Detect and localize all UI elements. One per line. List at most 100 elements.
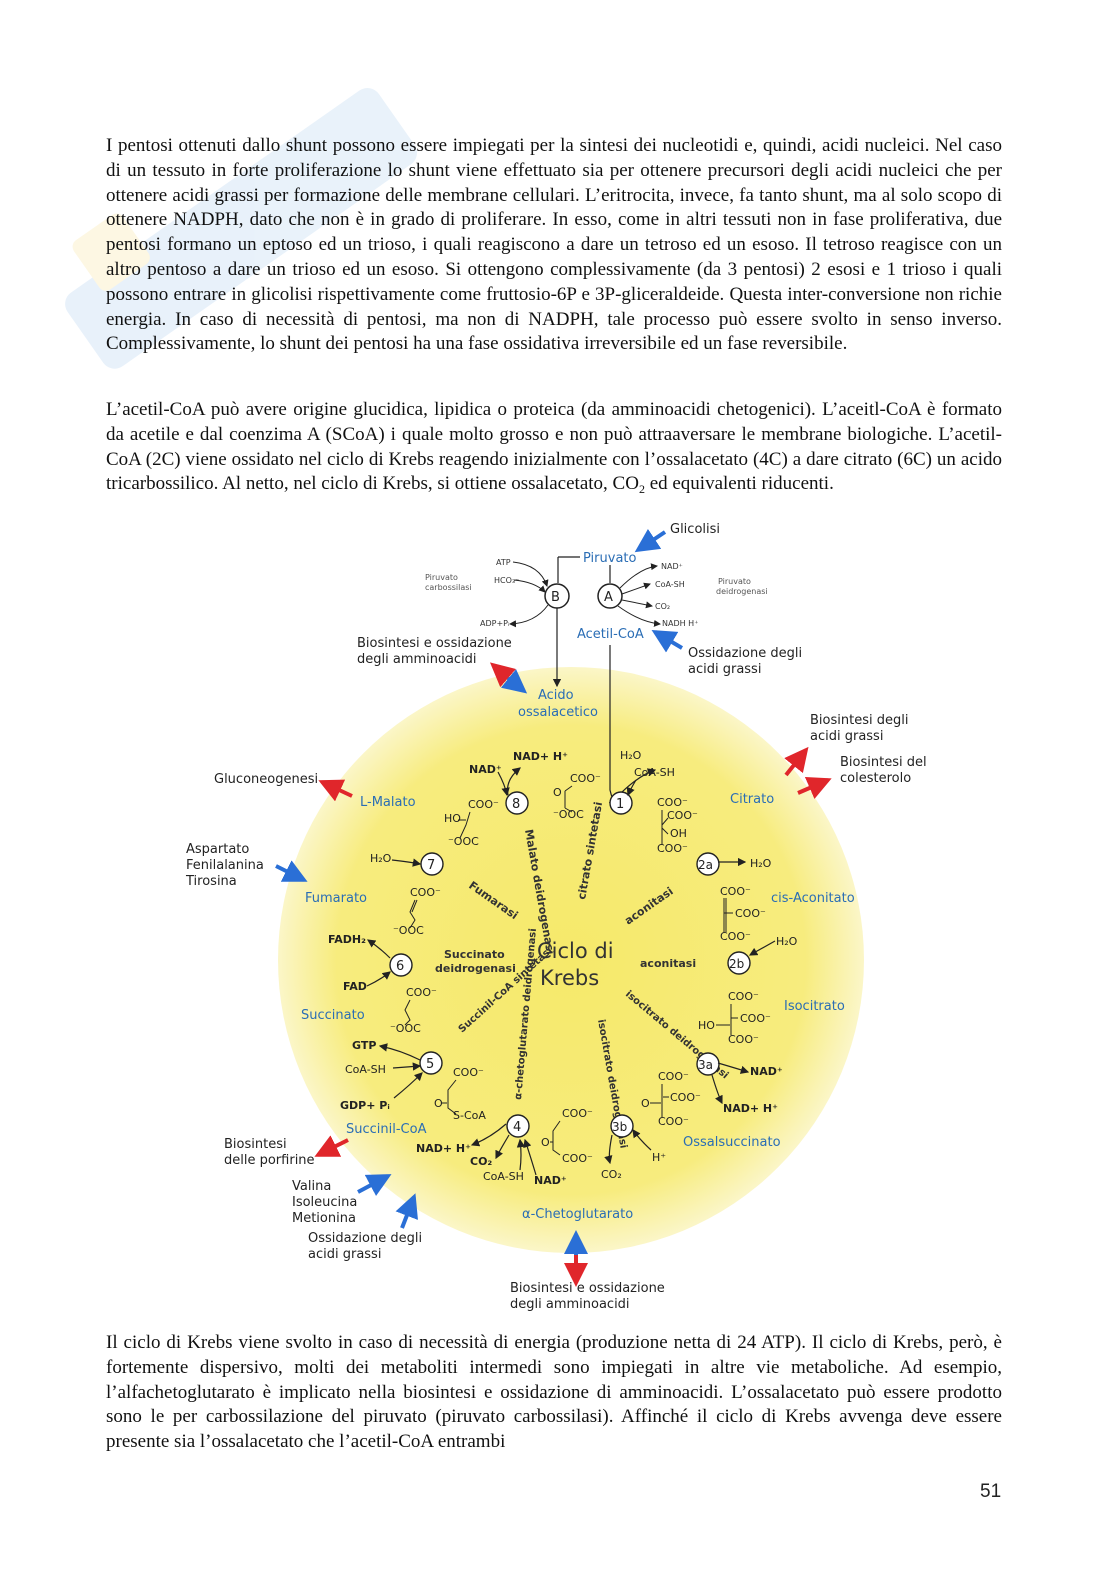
glicolisi-arrow xyxy=(634,528,667,553)
isocitrato-label: Isocitrato xyxy=(784,999,845,1014)
chem-o: O xyxy=(541,1136,550,1149)
paragraph-text: I pentosi ottenuti dallo shunt possono e… xyxy=(106,135,1002,355)
nad-top-label: NAD⁺ xyxy=(661,562,683,571)
co2-3b-label: CO₂ xyxy=(601,1168,622,1181)
cycle-circle xyxy=(278,667,864,1253)
gtp-label: GTP xyxy=(352,1039,376,1052)
ossidazione-acidi-grassi-bottom-2: acidi grassi xyxy=(308,1247,381,1262)
step-node-2a: 2a xyxy=(696,852,720,876)
chem-coo: COO⁻ xyxy=(720,930,751,943)
fad-label: FAD xyxy=(343,980,367,993)
paragraph-acetil-coa: L’acetil-CoA può avere origine glucidica… xyxy=(106,398,1002,502)
biosintesi-porfirine-1: Biosintesi xyxy=(224,1137,287,1152)
coash-4-label: CoA-SH xyxy=(483,1170,524,1183)
gluconeogenesi-arrow xyxy=(318,779,353,802)
paragraph-krebs-energia: Il ciclo di Krebs viene svolto in caso d… xyxy=(106,1331,1002,1455)
biosintesi-aa-top-2: degli amminoacidi xyxy=(357,652,477,667)
succinato-label: Succinato xyxy=(301,1008,365,1023)
chem-oh: OH xyxy=(670,827,687,840)
chem-coo: COO⁻ xyxy=(740,1012,771,1025)
svg-text:A: A xyxy=(604,590,613,605)
svg-text:6: 6 xyxy=(396,959,404,974)
chem-coo: COO⁻ xyxy=(562,1152,593,1165)
metionina-label: Metionina xyxy=(292,1211,356,1226)
biosintesi-aa-top-1: Biosintesi e ossidazione xyxy=(357,636,512,651)
chem-coo: COO⁻ xyxy=(562,1107,593,1120)
aspartato-label: Aspartato xyxy=(186,842,249,857)
ossidazione-acidi-grassi-top-1: Ossidazione degli xyxy=(688,646,802,661)
paragraph-text: Il ciclo di Krebs viene svolto in caso d… xyxy=(106,1332,1002,1453)
chem-ho: HO xyxy=(698,1019,715,1032)
ossidazione-acidi-grassi-bottom-1: Ossidazione degli xyxy=(308,1231,422,1246)
co2-top-label: CO₂ xyxy=(655,602,670,611)
piruvato-deidrogenasi-label-1: Piruvato xyxy=(718,577,751,586)
valina-label: Valina xyxy=(292,1179,331,1194)
ossidazione-acidi-grassi-top-2: acidi grassi xyxy=(688,662,761,677)
nad-8-label: NAD⁺ xyxy=(469,763,502,776)
chem-coo: COO⁻ xyxy=(720,885,751,898)
succinil-coa-label: Succinil-CoA xyxy=(346,1122,427,1137)
gluconeogenesi-label: Gluconeogenesi xyxy=(214,772,318,787)
chem-coo: COO⁻ xyxy=(570,772,601,785)
chem-coo: COO⁻ xyxy=(670,1091,701,1104)
h2o-2b-label: H₂O xyxy=(776,935,798,948)
enzyme-aconitasi-2: aconitasi xyxy=(640,957,696,970)
piruvato-carbossilasi-label-2: carbossilasi xyxy=(425,583,472,592)
svg-text:B: B xyxy=(551,590,560,605)
chem-ooc: ⁻OOC xyxy=(390,1022,421,1035)
step-node-3b: 3b xyxy=(610,1114,634,1138)
coash-top-label: CoA-SH xyxy=(655,580,685,589)
isoleucina-label: Isoleucina xyxy=(292,1195,357,1210)
adp-label: ADP+Pᵢ xyxy=(480,619,509,628)
biosintesi-colesterolo-2: colesterolo xyxy=(840,771,911,786)
cycle-title-2: Krebs xyxy=(540,966,599,990)
biosintesi-acidi-grassi-2: acidi grassi xyxy=(810,729,883,744)
cycle-title-1: Ciclo di xyxy=(537,939,614,963)
colesterolo-arrow xyxy=(797,776,832,799)
chem-o: O xyxy=(553,786,562,799)
tirosina-label: Tirosina xyxy=(185,874,237,889)
svg-text:8: 8 xyxy=(512,797,520,812)
h2o-1-label: H₂O xyxy=(620,749,642,762)
acidi-grassi-arrow xyxy=(784,746,809,777)
ossalacetico-label-2: ossalacetico xyxy=(518,705,598,720)
l-malato-label: L-Malato xyxy=(360,795,416,810)
chem-coo: COO⁻ xyxy=(735,907,766,920)
chem-coo: COO⁻ xyxy=(658,1070,689,1083)
chem-ho: HO xyxy=(444,812,461,825)
svg-text:2a: 2a xyxy=(698,858,713,872)
svg-text:2b: 2b xyxy=(729,957,744,971)
piruvato-deidrogenasi-label-2: deidrogenasi xyxy=(716,587,768,596)
biosintesi-aa-top-arrow-blue xyxy=(500,669,528,694)
citrato-label: Citrato xyxy=(730,792,774,807)
svg-text:3b: 3b xyxy=(612,1120,627,1134)
svg-text:7: 7 xyxy=(427,858,435,873)
fenilalanina-label: Fenilalanina xyxy=(186,858,264,873)
chem-ooc: ⁻OOC xyxy=(553,808,584,821)
biosintesi-colesterolo-1: Biosintesi del xyxy=(840,755,927,770)
ossidazione-bottom-arrow xyxy=(395,1193,418,1229)
step-node-1: 1 xyxy=(609,791,633,815)
chem-coo: COO⁻ xyxy=(453,1066,484,1079)
nadh-8-label: NAD+ H⁺ xyxy=(513,750,568,763)
glicolisi-label: Glicolisi xyxy=(670,522,720,537)
valina-arrow xyxy=(357,1174,392,1196)
step-node-5: 5 xyxy=(419,1051,443,1075)
chem-coo: COO⁻ xyxy=(468,798,499,811)
step-node-3a: 3a xyxy=(696,1052,720,1076)
nad-3a-label: NAD⁺ xyxy=(750,1065,783,1078)
chem-coo: COO⁻ xyxy=(657,796,688,809)
h2o-7-label: H₂O xyxy=(370,852,392,865)
coash-5-label: CoA-SH xyxy=(345,1063,386,1076)
ossalsuccinato-label: Ossalsuccinato xyxy=(683,1135,781,1150)
paragraph-text: L’acetil-CoA può avere origine glucidica… xyxy=(106,399,1002,495)
chem-ooc: ⁻OOC xyxy=(448,835,479,848)
chetoglutarato-label: α-Chetoglutarato xyxy=(522,1207,633,1222)
biosintesi-aa-bottom-2: degli amminoacidi xyxy=(510,1297,630,1312)
step-node-7: 7 xyxy=(420,852,444,876)
svg-text:3a: 3a xyxy=(698,1058,713,1072)
subscript: 2 xyxy=(638,482,645,497)
biosintesi-acidi-grassi-1: Biosintesi degli xyxy=(810,713,908,728)
